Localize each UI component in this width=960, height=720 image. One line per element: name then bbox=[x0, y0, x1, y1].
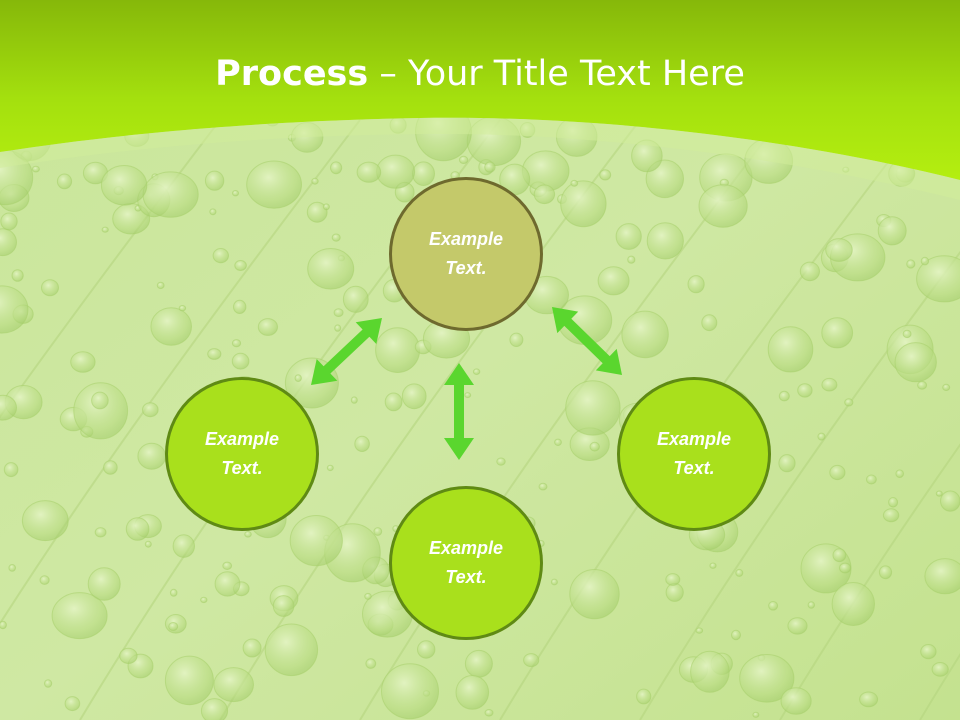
node-bottom-label: Example Text. bbox=[428, 538, 504, 587]
process-node-right: Example Text. bbox=[617, 377, 771, 531]
node-right-label: Example Text. bbox=[656, 429, 732, 478]
process-node-left: Example Text. bbox=[165, 377, 319, 531]
double-arrow-shape bbox=[552, 307, 622, 375]
process-node-bottom: Example Text. bbox=[389, 486, 543, 640]
title-bold: Process bbox=[215, 54, 369, 94]
process-node-top: Example Text. bbox=[389, 177, 543, 331]
arrow-top-left bbox=[311, 318, 382, 385]
double-arrow-shape bbox=[311, 318, 382, 385]
node-top-label: Example Text. bbox=[428, 229, 504, 278]
title-rest: – Your Title Text Here bbox=[368, 54, 745, 94]
arrow-center bbox=[444, 363, 474, 460]
arrow-top-right bbox=[552, 307, 622, 375]
node-left-label: Example Text. bbox=[204, 429, 280, 478]
slide-title: Process – Your Title Text Here bbox=[0, 52, 960, 96]
double-arrow-shape bbox=[444, 363, 474, 460]
